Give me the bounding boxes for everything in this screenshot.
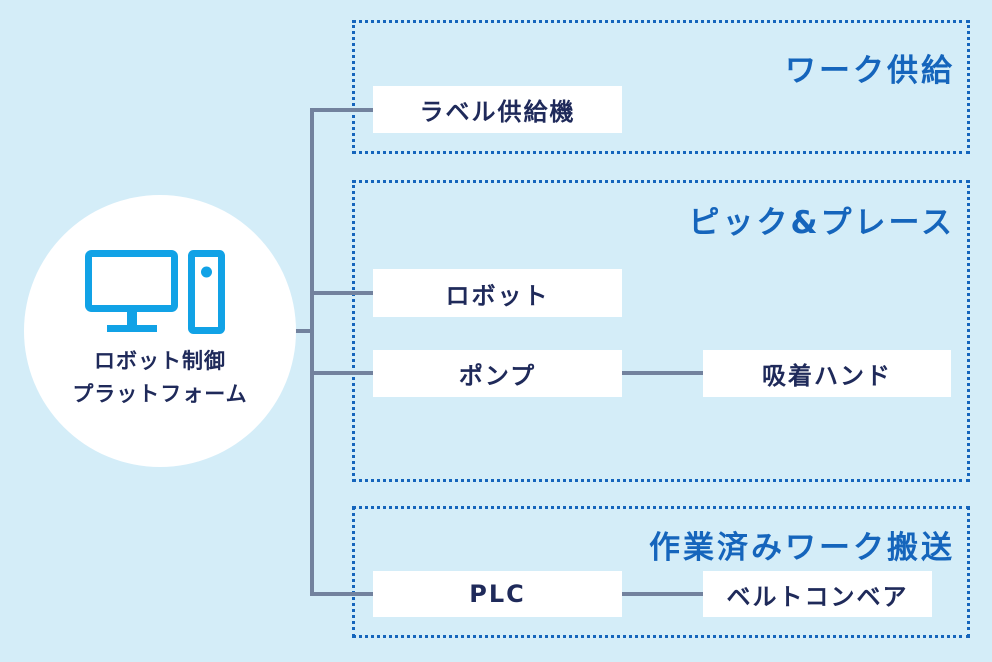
group-pick-and-place: ピック&プレース	[352, 180, 970, 482]
connector-pump-suction-hand	[620, 371, 705, 375]
desktop-computer-icon	[85, 250, 225, 334]
group-title-work-supply: ワーク供給	[785, 53, 955, 89]
connector-plc-belt-conveyor	[620, 592, 705, 596]
group-work-supply: ワーク供給	[352, 20, 970, 154]
group-title-pick-and-place: ピック&プレース	[688, 205, 955, 241]
node-suction-hand: 吸着ハンド	[703, 350, 951, 397]
hub-label-line2: プラットフォーム	[72, 382, 248, 406]
node-plc: PLC	[373, 571, 622, 617]
group-title-finished-work-transport: 作業済みワーク搬送	[649, 530, 955, 566]
connector-branch-pump	[310, 371, 374, 375]
node-belt-conveyor: ベルトコンベア	[703, 571, 932, 617]
connector-branch-robot	[310, 291, 374, 295]
hub-label-line1: ロボット制御	[94, 349, 226, 373]
node-label-feeder: ラベル供給機	[373, 86, 622, 133]
hub-robot-control-platform: ロボット制御 プラットフォーム	[24, 195, 296, 467]
group-finished-work-transport: 作業済みワーク搬送	[352, 506, 970, 638]
node-pump: ポンプ	[373, 350, 622, 397]
hub-label: ロボット制御 プラットフォーム	[24, 345, 296, 411]
connector-branch-plc	[310, 592, 374, 596]
connector-hub-stub	[286, 329, 314, 333]
connector-trunk	[310, 108, 314, 596]
node-robot: ロボット	[373, 269, 622, 317]
connector-branch-label-feeder	[310, 108, 374, 112]
